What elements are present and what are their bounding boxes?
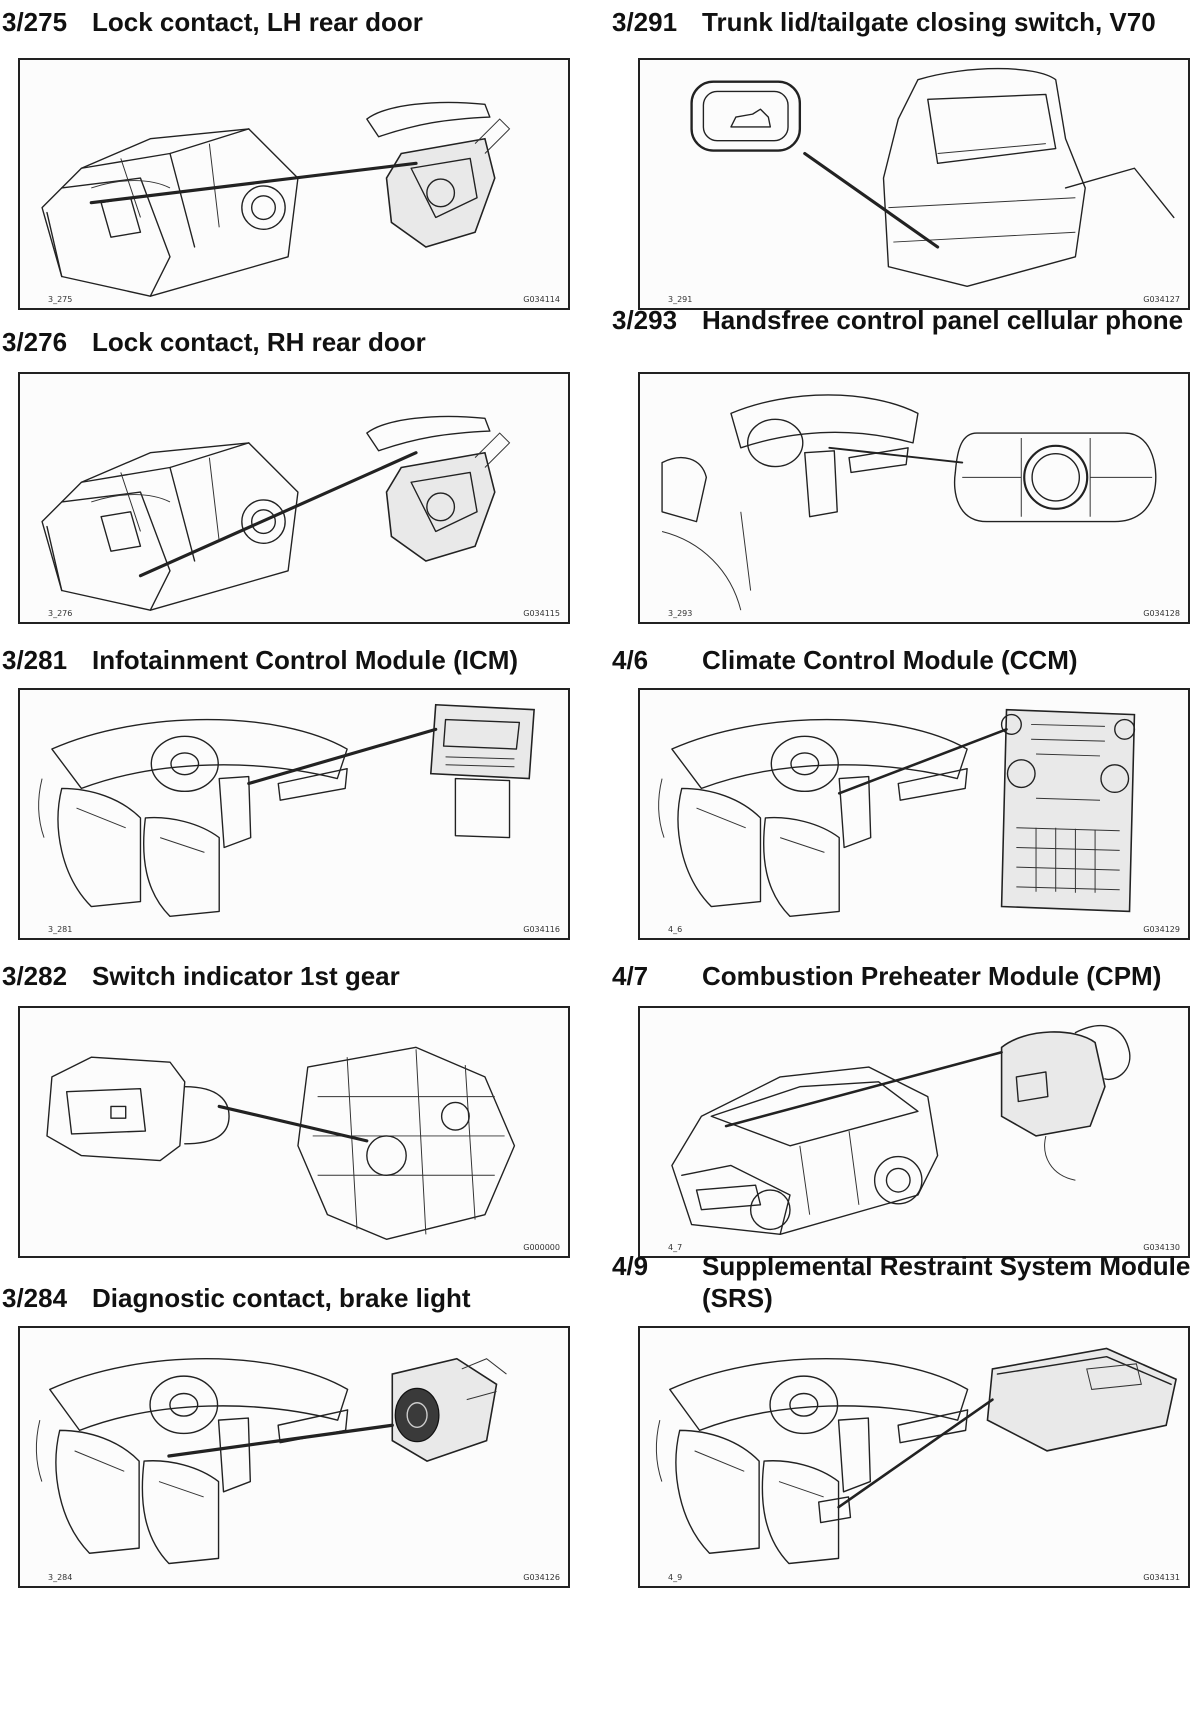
entry-heading: 3/276 Lock contact, RH rear door [0, 326, 590, 390]
component-title: Lock contact, RH rear door [92, 327, 426, 357]
car-rear-door-lock-icon [20, 60, 568, 308]
component-code: 3/276 [2, 327, 68, 357]
entry-heading: 3/293 Handsfree control panel cellular p… [610, 304, 1200, 376]
entry-heading: 3/275 Lock contact, LH rear door [0, 6, 590, 70]
figure-lock-contact-rh: 3_276 G034115 [18, 372, 570, 624]
figure-id: G034131 [1143, 1573, 1180, 1582]
figure-label: 4_6 [668, 925, 683, 934]
entry-3-281: 3/281 Infotainment Control Module (ICM) … [0, 644, 590, 940]
figure-id: G034116 [523, 925, 560, 934]
component-title: Handsfree control panel cellular phone [702, 305, 1184, 335]
srs-module-icon [640, 1347, 1178, 1586]
component-code: 4/9 [612, 1251, 649, 1281]
figure-gear-switch: G000000 [18, 1006, 570, 1258]
component-title: Infotainment Control Module (ICM) [92, 645, 519, 675]
figure-cpm: 4_7 G034130 [638, 1006, 1190, 1258]
component-code: 4/6 [612, 645, 649, 675]
figure-id: G034129 [1143, 925, 1180, 934]
component-title: Switch indicator 1st gear [92, 961, 400, 991]
handsfree-panel-icon [661, 394, 1157, 611]
entry-heading: 4/7 Combustion Preheater Module (CPM) [610, 960, 1200, 1024]
figure-label: 3_276 [48, 609, 73, 618]
entry-heading: 3/281 Infotainment Control Module (ICM) [0, 644, 590, 708]
component-title: Trunk lid/tailgate closing switch, V70 [702, 7, 1156, 37]
entry-3-282: 3/282 Switch indicator 1st gear G000000 [0, 960, 590, 1258]
entry-heading: 4/6 Climate Control Module (CCM) [610, 644, 1200, 708]
figure-label: 3_275 [48, 295, 73, 304]
component-title: Diagnostic contact, brake light [92, 1283, 471, 1313]
car-rear-door-lock-icon [20, 374, 568, 622]
figure-srs-module: 4_9 G034131 [638, 1326, 1190, 1588]
entry-heading: 3/284 Diagnostic contact, brake light [0, 1282, 590, 1346]
figure-icm: 3_281 G034116 [18, 688, 570, 940]
entry-3-291: 3/291 Trunk lid/tailgate closing switch,… [610, 6, 1200, 310]
figure-brake-light-contact: 3_284 G034126 [18, 1326, 570, 1588]
component-code: 3/275 [2, 7, 68, 37]
figure-id: G034126 [523, 1573, 560, 1582]
figure-label: 4_7 [668, 1243, 683, 1252]
figure-id: G000000 [523, 1243, 560, 1252]
component-code: 3/291 [612, 7, 678, 37]
figure-lock-contact-lh: 3_275 G034114 [18, 58, 570, 310]
figure-id: G034115 [523, 609, 560, 618]
brake-light-switch-icon [20, 1357, 507, 1586]
component-code: 3/281 [2, 645, 68, 675]
figure-label: 3_284 [48, 1573, 73, 1582]
component-code: 3/293 [612, 305, 678, 335]
figure-ccm: 4_6 G034129 [638, 688, 1190, 940]
figure-tailgate-switch: 3_291 G034127 [638, 58, 1190, 310]
component-code: 4/7 [612, 961, 649, 991]
left-column: 3/275 Lock contact, LH rear door 3_275 G… [0, 0, 590, 1733]
entry-4-9: 4/9 Supplemental Restraint System Module… [610, 1250, 1200, 1588]
right-column: 3/291 Trunk lid/tailgate closing switch,… [610, 0, 1200, 1733]
entry-4-6: 4/6 Climate Control Module (CCM) 4_6 G03… [610, 644, 1200, 940]
component-code: 3/284 [2, 1283, 68, 1313]
component-title: Supplemental Restraint System Module (SR… [702, 1251, 1191, 1313]
component-title: Combustion Preheater Module (CPM) [702, 961, 1162, 991]
dashboard-module-icon [20, 703, 535, 938]
figure-handsfree-panel: 3_293 G034128 [638, 372, 1190, 624]
figure-label: 4_9 [668, 1573, 683, 1582]
climate-panel-icon [640, 708, 1136, 938]
entry-heading: 4/9 Supplemental Restraint System Module… [610, 1250, 1200, 1322]
figure-label: 3_281 [48, 925, 73, 934]
figure-label: 3_291 [668, 295, 693, 304]
entry-3-275: 3/275 Lock contact, LH rear door 3_275 G… [0, 6, 590, 310]
entry-3-276: 3/276 Lock contact, RH rear door 3_276 G… [0, 326, 590, 624]
entry-3-284: 3/284 Diagnostic contact, brake light 3_… [0, 1282, 590, 1588]
entry-heading: 3/282 Switch indicator 1st gear [0, 960, 590, 1024]
tailgate-switch-icon [690, 67, 1175, 288]
preheater-module-icon [671, 1024, 1131, 1236]
entry-3-293: 3/293 Handsfree control panel cellular p… [610, 304, 1200, 624]
component-title: Climate Control Module (CCM) [702, 645, 1078, 675]
figure-id: G034128 [1143, 609, 1180, 618]
component-title: Lock contact, LH rear door [92, 7, 423, 37]
figure-id: G034130 [1143, 1243, 1180, 1252]
figure-label: 3_293 [668, 609, 693, 618]
component-code: 3/282 [2, 961, 68, 991]
figure-id: G034127 [1143, 295, 1180, 304]
entry-4-7: 4/7 Combustion Preheater Module (CPM) [610, 960, 1200, 1258]
figure-id: G034114 [523, 295, 560, 304]
gearbox-switch-icon [46, 1046, 516, 1240]
entry-heading: 3/291 Trunk lid/tailgate closing switch,… [610, 6, 1200, 70]
